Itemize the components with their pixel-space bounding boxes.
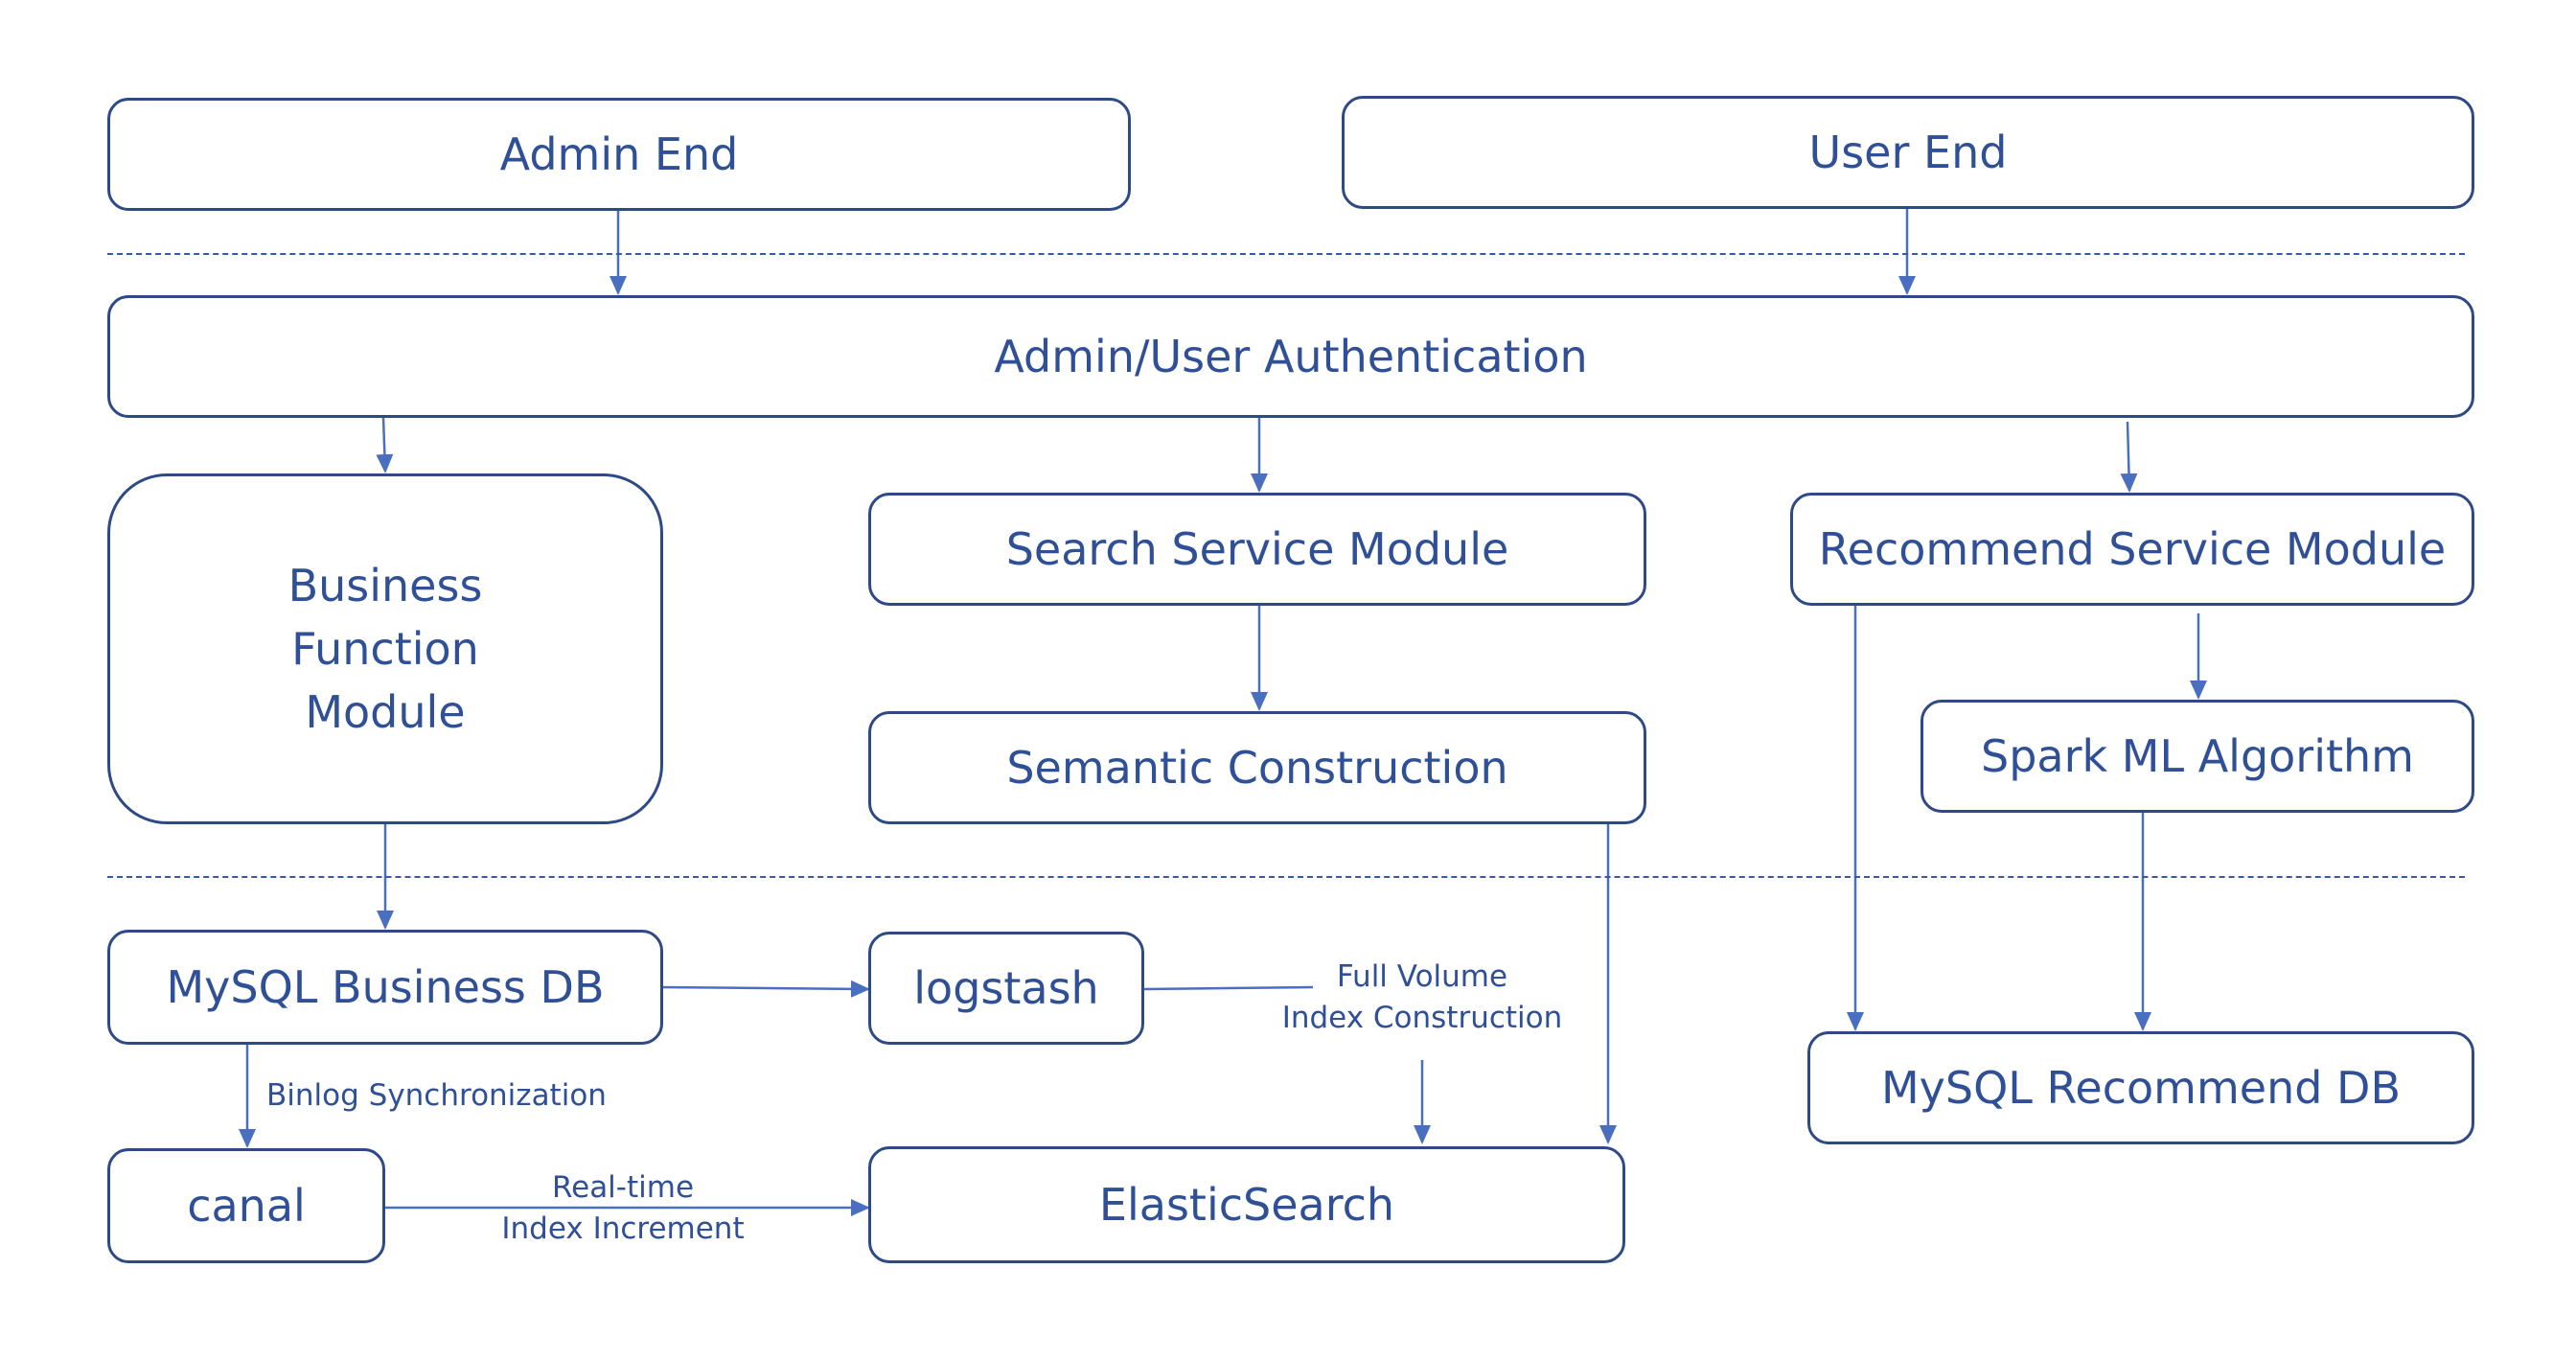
search-service-node: Search Service Module [868,493,1646,606]
admin-end-node: Admin End [107,98,1131,211]
full-volume-label: Full Volume Index Construction [1281,959,1563,1035]
layer-divider-top [107,253,2465,255]
mysql-recommend-db-node: MySQL Recommend DB [1807,1031,2474,1144]
recommend-service-node: Recommend Service Module [1790,493,2474,606]
logstash-node: logstash [868,932,1144,1045]
admin-end-label: Admin End [499,128,739,180]
mysql-business-db-label: MySQL Business DB [166,961,605,1013]
canal-label: canal [187,1180,306,1232]
business-function-node: Business Function Module [107,473,663,824]
mysql-business-db-node: MySQL Business DB [107,930,663,1045]
line-logstash-out [1143,985,1314,991]
mysql-recommend-db-label: MySQL Recommend DB [1880,1062,2402,1114]
arrow-auth-to-business [376,417,394,473]
canal-node: canal [107,1148,385,1263]
elasticsearch-node: ElasticSearch [868,1146,1625,1263]
semantic-construction-label: Semantic Construction [1006,742,1508,794]
realtime-increment-label: Real-time Index Increment [501,1170,745,1246]
binlog-sync-label: Binlog Synchronization [266,1078,607,1113]
authentication-label: Admin/User Authentication [994,331,1588,382]
search-service-label: Search Service Module [1005,523,1509,575]
business-function-label: Business Function Module [288,560,483,738]
spark-ml-label: Spark ML Algorithm [1981,730,2414,782]
user-end-node: User End [1342,96,2474,209]
elasticsearch-label: ElasticSearch [1098,1179,1395,1231]
spark-ml-node: Spark ML Algorithm [1920,700,2474,813]
user-end-label: User End [1808,127,2008,178]
arrow-mysql-to-logstash [660,980,870,998]
logstash-label: logstash [913,962,1099,1014]
semantic-construction-node: Semantic Construction [868,711,1646,824]
layer-divider-bottom [107,876,2465,878]
arrow-auth-to-recommend [2120,421,2138,493]
recommend-service-label: Recommend Service Module [1818,523,2447,575]
authentication-node: Admin/User Authentication [107,295,2474,418]
